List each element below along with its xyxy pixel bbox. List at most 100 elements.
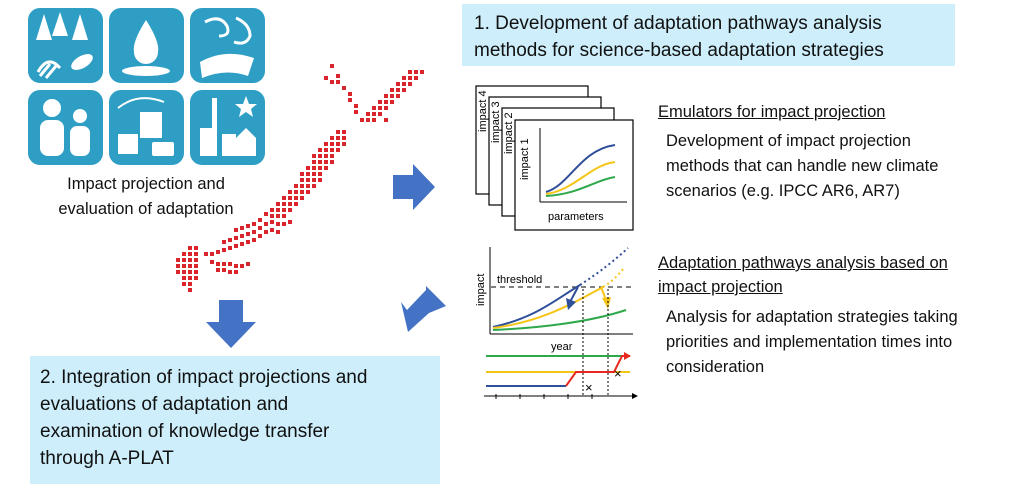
map-dot	[300, 196, 304, 200]
map-dot	[288, 190, 292, 194]
map-dot	[282, 196, 286, 200]
map-dot	[276, 214, 280, 218]
map-dot	[366, 118, 370, 122]
cross-mark-2: ×	[614, 366, 622, 381]
map-dot	[194, 258, 198, 262]
map-dot	[258, 234, 262, 238]
map-dot	[402, 76, 406, 80]
map-dot	[384, 106, 388, 110]
map-dot	[324, 166, 328, 170]
map-dot	[354, 104, 358, 108]
stack-label-3: impact 3	[490, 101, 502, 143]
map-dot	[276, 222, 280, 226]
map-dot	[222, 248, 226, 252]
map-dot	[312, 160, 316, 164]
map-dot	[306, 178, 310, 182]
map-dot	[378, 100, 382, 104]
map-dot	[288, 196, 292, 200]
map-dot	[188, 270, 192, 274]
stack-label-1: impact 1	[519, 138, 531, 180]
map-dot	[264, 230, 268, 234]
map-dot	[182, 252, 186, 256]
map-dot	[318, 148, 322, 152]
pathways-chart: threshold impact year × ×	[475, 247, 638, 399]
emulators-line1: Development of impact projection	[666, 132, 911, 150]
map-dot	[276, 202, 280, 206]
map-dot	[312, 154, 316, 158]
map-dot	[240, 264, 244, 268]
map-dot	[234, 244, 238, 248]
map-dot	[282, 202, 286, 206]
map-dot	[408, 82, 412, 86]
map-caption-line2: evaluation of adaptation	[58, 200, 234, 218]
emulator-stack: impact 4 impact 3 impact 2 impact 1 para…	[475, 85, 634, 231]
map-dot	[330, 148, 334, 152]
map-dot	[182, 276, 186, 280]
map-dot	[330, 64, 334, 68]
map-dot	[188, 282, 192, 286]
map-dot	[288, 202, 292, 206]
map-dot	[264, 212, 268, 216]
map-dot	[324, 148, 328, 152]
map-dot	[228, 262, 232, 266]
box2-line2: evaluations of adaptation and	[40, 394, 289, 415]
pathways-ylabel: impact	[475, 274, 487, 306]
japan-dot-map	[176, 64, 424, 292]
map-dot	[360, 118, 364, 122]
map-dot	[330, 142, 334, 146]
map-dot	[336, 80, 340, 84]
map-dot	[312, 166, 316, 170]
map-caption: Impact projection and evaluation of adap…	[46, 172, 246, 222]
map-dot	[306, 166, 310, 170]
emulators-line2: methods that can handle new climate	[666, 157, 939, 175]
cross-mark-1: ×	[585, 380, 593, 395]
map-dot	[234, 264, 238, 268]
map-dot	[182, 264, 186, 268]
map-dot	[288, 208, 292, 212]
map-dot	[246, 224, 250, 228]
map-dot	[378, 112, 382, 116]
map-dot	[228, 270, 232, 274]
map-dot	[234, 270, 238, 274]
stack-label-4: impact 4	[477, 90, 489, 132]
map-dot	[282, 222, 286, 226]
development-box: 1. Development of adaptation pathways an…	[462, 4, 955, 66]
people-health-icon	[28, 90, 103, 165]
map-dot	[194, 252, 198, 256]
map-caption-line1: Impact projection and	[67, 175, 225, 193]
map-dot	[408, 70, 412, 74]
map-dot	[234, 228, 238, 232]
map-dot	[318, 166, 322, 170]
box2-line3: examination of knowledge transfer	[40, 421, 330, 442]
map-dot	[336, 74, 340, 78]
map-dot	[300, 172, 304, 176]
city-tower-icon	[190, 90, 265, 165]
map-dot	[222, 268, 226, 272]
map-dot	[246, 240, 250, 244]
map-dot	[188, 252, 192, 256]
map-dot	[300, 184, 304, 188]
map-dot	[300, 178, 304, 182]
map-dot	[188, 246, 192, 250]
map-dot	[288, 220, 292, 224]
map-dot	[342, 86, 346, 90]
map-dot	[216, 262, 220, 266]
map-dot	[306, 190, 310, 194]
map-dot	[182, 258, 186, 262]
map-dot	[222, 240, 226, 244]
map-dot	[396, 82, 400, 86]
map-dot	[240, 234, 244, 238]
map-dot	[282, 214, 286, 218]
map-dot	[294, 202, 298, 206]
map-dot	[270, 214, 274, 218]
map-dot	[378, 106, 382, 110]
map-dot	[270, 228, 274, 232]
map-dot	[384, 100, 388, 104]
map-dot	[194, 276, 198, 280]
map-dot	[318, 160, 322, 164]
map-dot	[318, 154, 322, 158]
map-dot	[372, 118, 376, 122]
map-dot	[396, 88, 400, 92]
integration-box: 2. Integration of impact projections and…	[30, 356, 440, 484]
